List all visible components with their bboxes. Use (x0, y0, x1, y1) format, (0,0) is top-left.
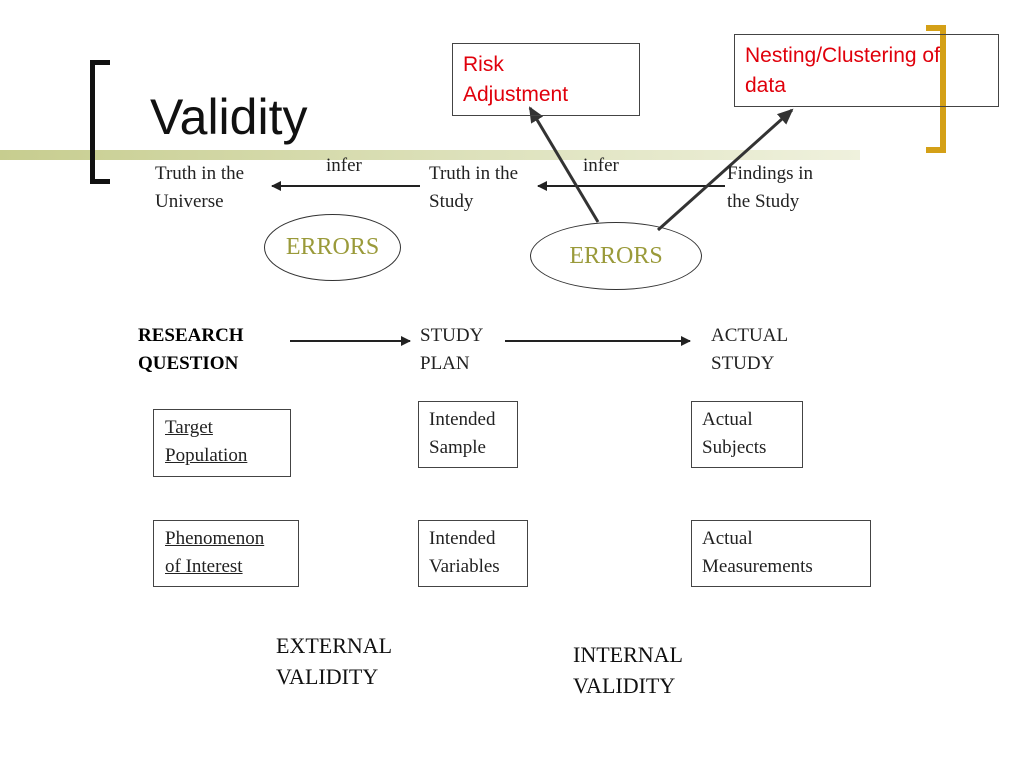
target-population-box: Target Population (153, 409, 291, 477)
research-question-heading: RESEARCH QUESTION (138, 325, 244, 374)
actual-measurements-box: Actual Measurements (691, 520, 871, 587)
page-title: Validity (150, 89, 308, 145)
actual-subjects-box: Actual Subjects (691, 401, 803, 468)
truth-in-study-label: Truth in the Study (429, 163, 519, 212)
external-validity-label: EXTERNAL VALIDITY (276, 633, 393, 689)
phenomenon-of-interest-box: Phenomenon of Interest (153, 520, 299, 587)
risk-adjustment-box: Risk Adjustment (452, 43, 640, 116)
nesting-clustering-label: Nesting/Clustering of data (745, 44, 940, 97)
intended-variables-box: Intended Variables (418, 520, 528, 587)
arrow-to-risk-adjustment (528, 106, 600, 223)
errors-ellipse-right: ERRORS (530, 222, 702, 290)
findings-in-study-label: Findings in the Study (727, 163, 814, 212)
infer-label-left: infer (326, 155, 362, 176)
actual-study-heading: ACTUAL STUDY (711, 325, 789, 374)
errors-label-right: ERRORS (569, 242, 663, 269)
truth-in-universe-label: Truth in the Universe (155, 163, 245, 212)
actual-measurements-label: Actual Measurements (702, 528, 813, 577)
errors-label-left: ERRORS (285, 234, 380, 260)
target-population-label: Target Population (165, 417, 248, 466)
nesting-clustering-box: Nesting/Clustering of data (734, 34, 999, 107)
left-bracket-decoration (90, 60, 110, 184)
intended-variables-label: Intended Variables (429, 528, 500, 577)
actual-subjects-label: Actual Subjects (702, 409, 767, 458)
right-bracket-decoration (926, 25, 946, 153)
study-plan-heading: STUDY PLAN (420, 325, 484, 374)
infer-label-right: infer (583, 155, 619, 176)
arrow-to-nesting (656, 108, 794, 232)
intended-sample-box: Intended Sample (418, 401, 518, 468)
intended-sample-label: Intended Sample (429, 409, 496, 458)
internal-validity-label: INTERNAL VALIDITY (573, 642, 683, 698)
errors-ellipse-left: ERRORS (264, 214, 401, 281)
risk-adjustment-label: Risk Adjustment (463, 53, 569, 106)
phenomenon-of-interest-label: Phenomenon of Interest (165, 528, 265, 577)
title-band (0, 150, 860, 160)
